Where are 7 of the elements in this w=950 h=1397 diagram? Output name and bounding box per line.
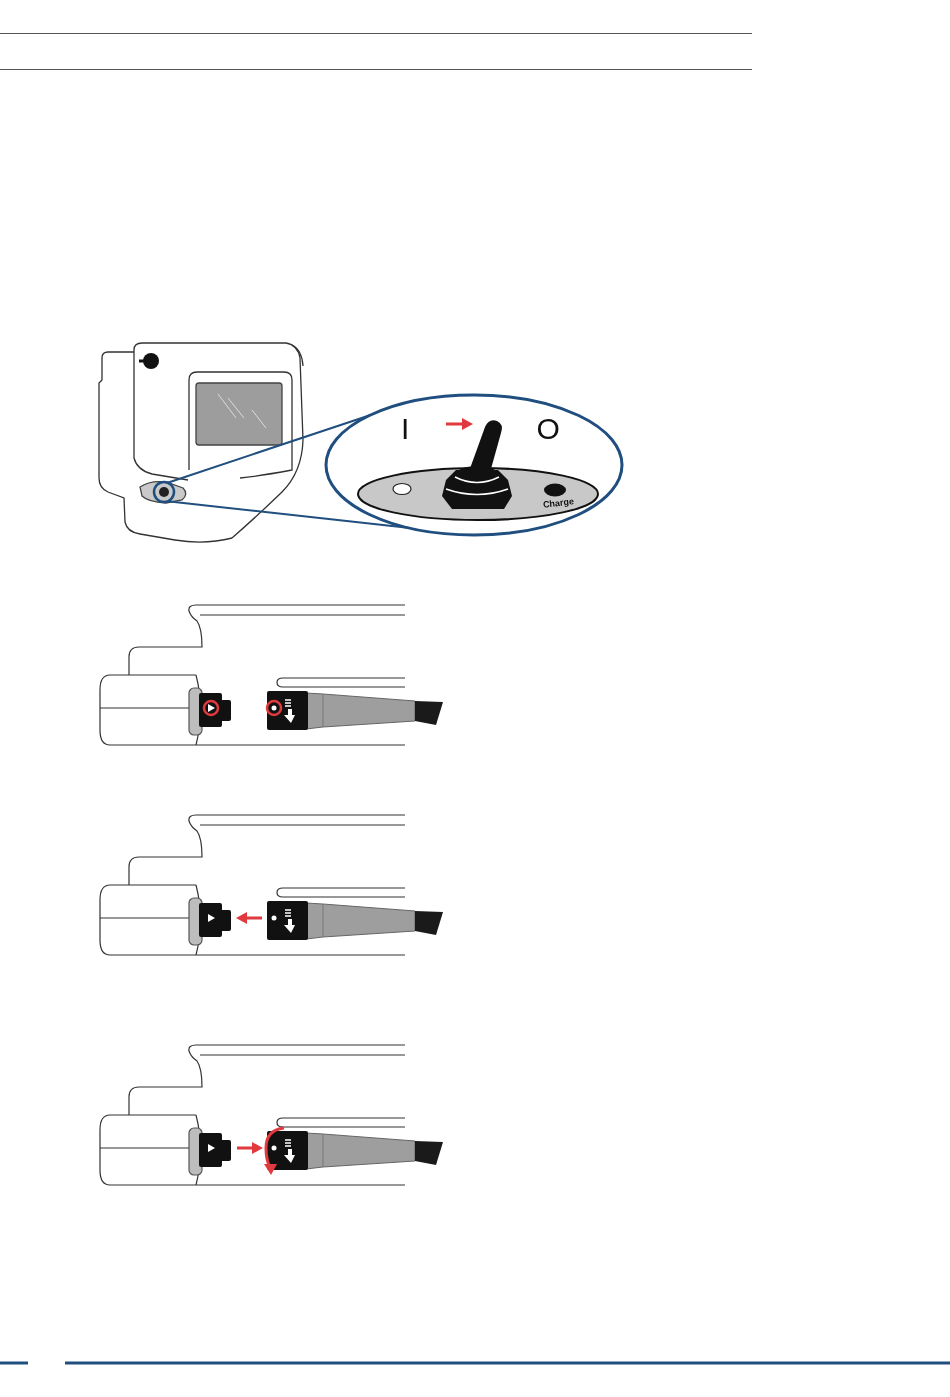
charge-label: Charge xyxy=(542,496,574,510)
highlight-circle xyxy=(152,480,176,504)
zoom-line xyxy=(166,414,371,484)
switch-position-label: O xyxy=(536,414,560,444)
inset-ellipse xyxy=(324,393,624,537)
zoom-line xyxy=(166,500,412,530)
switch-position-label: I xyxy=(401,414,410,444)
